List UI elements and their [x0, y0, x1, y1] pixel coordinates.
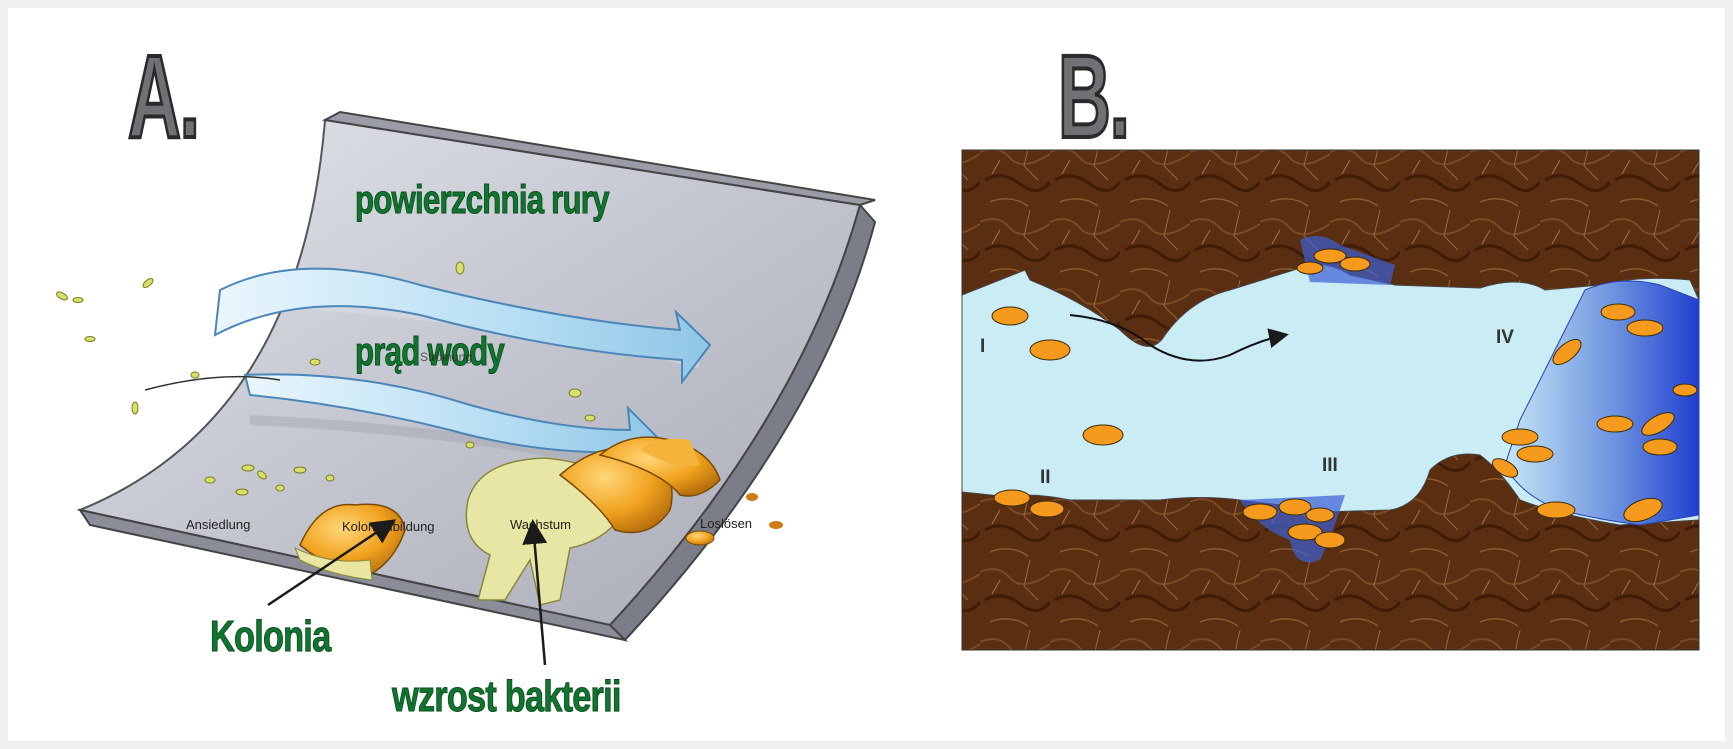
stage-colony-label: Kolonienbildung	[342, 519, 435, 534]
stage-growth-label: Wachstum	[510, 517, 571, 532]
stage-iv-label: IV	[1496, 327, 1514, 349]
panel-b-illustration	[962, 150, 1699, 650]
stage-ii-label: II	[1040, 467, 1051, 489]
label-colony: Kolonia	[210, 612, 330, 662]
stage-attachment-label: Ansiedlung	[186, 517, 250, 532]
label-bacterial-growth: wzrost bakterii	[392, 672, 621, 722]
panel-a-letter: A.	[128, 38, 199, 156]
stage-flow-label: Strömung	[420, 350, 472, 364]
stage-detach-label: Loslösen	[700, 516, 752, 531]
stage-i-label: I	[980, 336, 985, 358]
label-pipe-surface: powierzchnia rury	[355, 178, 609, 223]
panel-b-letter: B.	[1058, 38, 1129, 156]
stage-iii-label: III	[1322, 455, 1338, 477]
